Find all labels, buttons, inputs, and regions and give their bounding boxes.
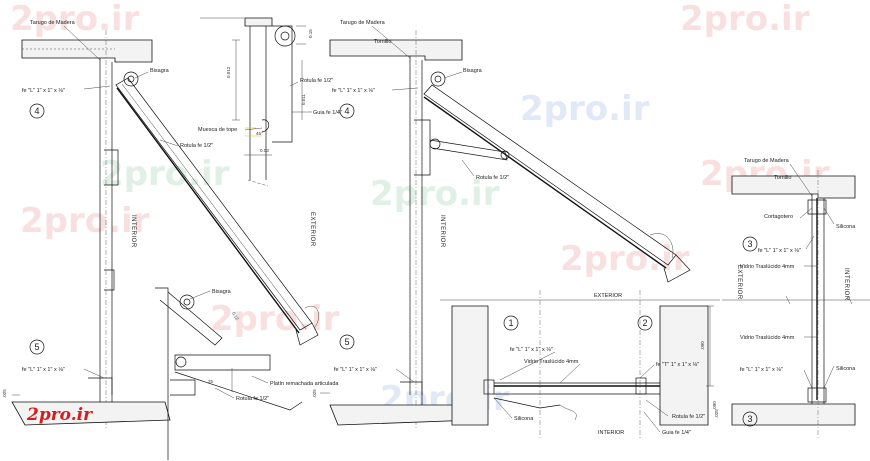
lintel-top-center — [329, 39, 463, 61]
label-angle: fe "L" 1" x 1" x ⅛" — [334, 367, 377, 373]
label-tarugo: Tarugo de Madera — [340, 20, 386, 26]
watermark: 2pro.ir — [560, 239, 690, 279]
sill-bottom-right — [731, 403, 856, 426]
section-marker — [742, 236, 758, 252]
marker-text: 3 — [747, 414, 752, 424]
marker-text: 1 — [508, 318, 513, 328]
label-interior: INTERIOR — [598, 430, 624, 436]
sill-bottom-left — [11, 401, 171, 426]
label-angle: fe "L" 1" x 1" x ⅛" — [510, 347, 553, 353]
label-rotula: Rotula fe 1/2" — [180, 143, 213, 149]
marker-text: 2 — [642, 318, 647, 328]
detail-window-center: 4 5 Tarugo de Madera Tornillo Bisagra fe… — [312, 20, 691, 430]
dimension: .025 — [714, 409, 719, 418]
lintel-top-right — [731, 175, 856, 199]
label-tarugo: Tarugo de Madera — [30, 20, 76, 26]
detail-window-left: 4 5 Tarugo de Madera Bisagra fe "L" 1" x… — [2, 20, 339, 460]
brand-logo: 2pro.ir — [26, 405, 93, 425]
section-marker — [742, 411, 758, 427]
label-angle: fe "L" 1" x 1" x ⅛" — [22, 88, 65, 94]
label-vidrio: Vidrio Traslúcido 4mm — [740, 335, 795, 341]
label-guia: Guia fe 1/4" — [662, 430, 691, 436]
label-tarugo: Tarugo de Madera — [744, 158, 790, 164]
dimension: 25 — [208, 379, 214, 384]
lintel-top-left — [21, 39, 153, 63]
watermark: 2pro.ir — [370, 174, 500, 214]
label-cortagotero: Cortagotero — [764, 214, 793, 220]
dimension: 0.12 — [231, 311, 240, 322]
dimension: .090 — [700, 341, 705, 350]
dimension: .025 — [2, 389, 7, 398]
label-guia: Guia fe 1/4" — [313, 110, 342, 116]
marker-text: 5 — [344, 337, 349, 347]
dimension: 0.03 — [260, 148, 269, 153]
label-platin: Platín remachada articulada — [270, 381, 339, 387]
detail-fixed-window: 3 3 Tarugo de Madera Tornillo Cortagoter… — [712, 158, 870, 440]
dimension: 45° — [256, 131, 263, 136]
label-angle: fe "L" 1" x 1" x ⅛" — [332, 88, 375, 94]
label-exterior: EXTERIOR — [309, 212, 315, 247]
label-exterior: EXTERIOR — [594, 293, 622, 299]
label-bisagra: Bisagra — [463, 68, 483, 74]
watermark: 2pro.ir — [100, 154, 230, 194]
label-angle: fe "L" 1" x 1" x ⅛" — [758, 248, 801, 254]
watermark: 2pro.ir — [520, 89, 650, 129]
watermark: 2pro.ir — [210, 299, 340, 339]
label-angle: fe "L" 1" x 1" x ⅛" — [740, 367, 783, 373]
label-angle: fe "L" 1" x 1" x ⅛" — [22, 367, 65, 373]
label-bisagra: Bisagra — [212, 289, 232, 295]
section-marker — [29, 339, 45, 355]
hinge-circle — [123, 71, 139, 87]
label-interior: INTERIOR — [130, 215, 136, 248]
marker-text: 3 — [747, 239, 752, 249]
label-rotula: Rotula fe 1/2" — [236, 396, 269, 402]
detail-hinge-zoom: 0.012 0.011 0.15 45° 0.03 Rotula fe 1/2"… — [198, 17, 342, 187]
dimension: .090 — [712, 401, 717, 410]
label-exterior: EXTERIOR — [736, 265, 742, 300]
watermark: 2pro.ir — [20, 201, 150, 241]
watermark: 2pro.ir — [10, 0, 140, 39]
section-marker — [29, 103, 45, 119]
label-vidrio: Vidrio Traslúcido 4mm — [524, 359, 579, 365]
label-muesca: Muesca de tope — [198, 127, 237, 133]
dimension: 0.15 — [308, 29, 313, 38]
dimension: 0.012 — [226, 66, 231, 78]
section-marker — [339, 334, 355, 350]
label-interior: INTERIOR — [843, 268, 849, 301]
jamb-plan — [451, 305, 489, 426]
label-silicona: Silicona — [836, 366, 856, 372]
marker-text: 5 — [34, 342, 39, 352]
label-interior: INTERIOR — [439, 215, 445, 248]
label-rotula: Rotula fe 1/2" — [300, 78, 333, 84]
label-bisagra: Bisagra — [150, 68, 170, 74]
section-marker — [637, 315, 653, 331]
label-rotula: Rotula fe 1/2" — [672, 414, 705, 420]
marker-text: 4 — [344, 106, 349, 116]
dimension: 0.011 — [301, 94, 306, 105]
label-tornillo: Tornillo — [374, 39, 391, 45]
label-silicona: Silicona — [836, 224, 856, 230]
dimension: .025 — [312, 389, 317, 398]
section-marker — [503, 315, 519, 331]
section-marker — [339, 103, 355, 119]
label-fe-t: fe "T" 1" x 1" x ⅛" — [656, 362, 699, 368]
label-tornillo: Tornillo — [774, 175, 791, 181]
detail-plan-section: EXTERIOR 1 2 fe "L" 1" x 1" x ⅛" Vidrio … — [440, 290, 720, 440]
label-rotula: Rotula fe 1/2" — [476, 175, 509, 181]
label-vidrio: Vidrio Traslúcido 4mm — [740, 264, 795, 270]
hinge-circle — [430, 71, 446, 87]
watermark: 2pro.ir — [680, 0, 810, 39]
label-silicona: Silicona — [514, 416, 534, 422]
marker-text: 4 — [34, 106, 39, 116]
